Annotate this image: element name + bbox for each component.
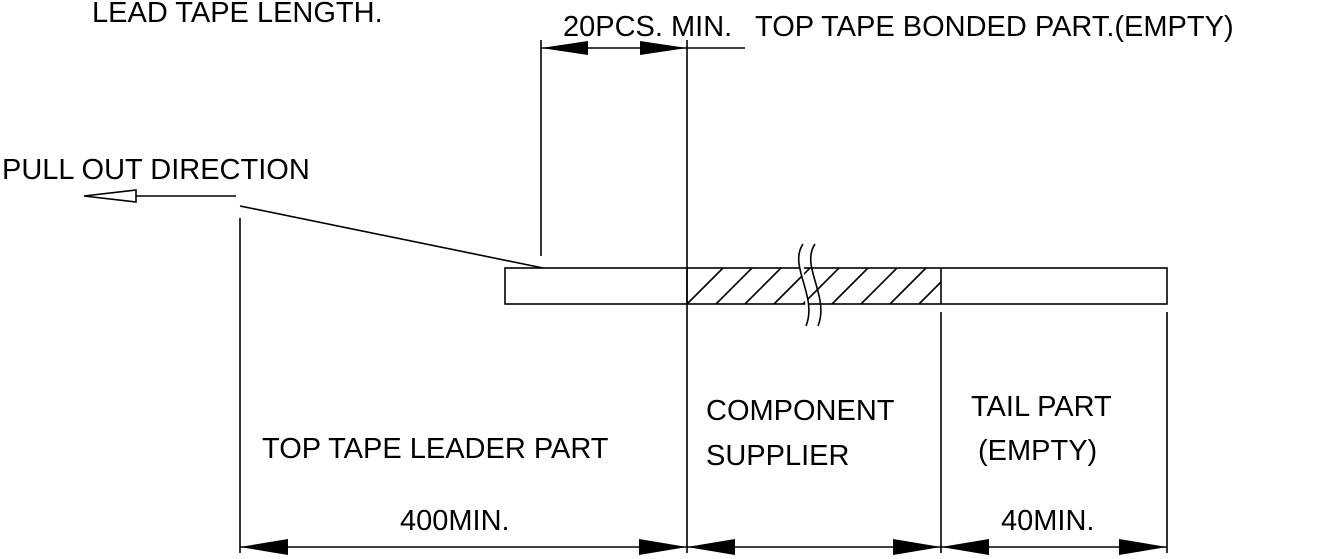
bonded-part-label: TOP TAPE BONDED PART.(EMPTY) <box>755 11 1234 43</box>
arrowhead-leader-left <box>240 539 288 555</box>
leader-length-label: 400MIN. <box>400 505 510 537</box>
tail-label-line2: (EMPTY) <box>978 435 1097 467</box>
tape-body <box>504 243 1168 327</box>
arrowhead-component-left <box>687 539 735 555</box>
tail-length-label: 40MIN. <box>1001 505 1094 537</box>
min-pcs-label: 20PCS. MIN. <box>563 11 732 43</box>
leader-pointer-line <box>239 205 544 269</box>
component-label-line2: SUPPLIER <box>706 440 849 472</box>
component-label-line1: COMPONENT <box>706 395 895 427</box>
pull-out-arrow <box>83 189 236 203</box>
arrowhead-tail-right <box>1119 539 1167 555</box>
pull-out-direction-label: PULL OUT DIRECTION <box>2 154 310 186</box>
tape-outline <box>504 267 1168 305</box>
pull-out-arrowhead <box>83 189 137 203</box>
break-symbol <box>797 243 822 327</box>
top-arrowhead-right <box>640 41 687 55</box>
arrowhead-leader-right <box>639 539 687 555</box>
heading-partial-text: LEAD TAPE LENGTH. <box>92 0 383 29</box>
leader-part-label: TOP TAPE LEADER PART <box>262 433 609 465</box>
arrowhead-tail-left <box>941 539 989 555</box>
top-dimension: 20PCS. MIN. TOP TAPE BONDED PART.(EMPTY) <box>540 11 1234 256</box>
component-hatching <box>686 267 942 305</box>
bottom-dimension: 400MIN. 40MIN. <box>240 505 1167 555</box>
top-arrowhead-left <box>541 41 588 55</box>
arrowhead-component-right <box>893 539 941 555</box>
tail-label-line1: TAIL PART <box>971 391 1112 423</box>
